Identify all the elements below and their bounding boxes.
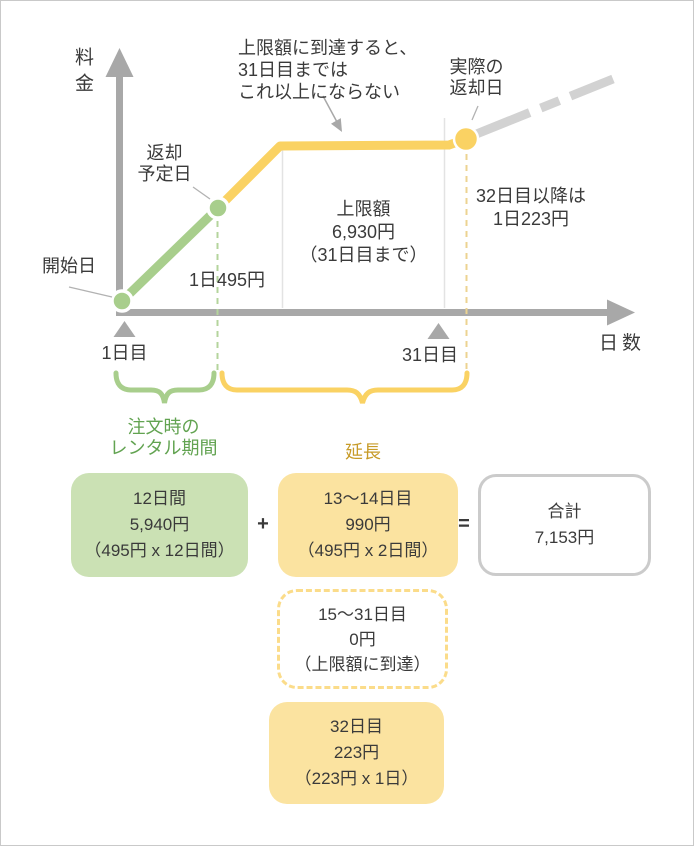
day31-tick-label: 31日目 (401, 345, 459, 365)
equals-sign: = (458, 513, 470, 535)
actual-return-point (452, 125, 480, 153)
extension-brace (219, 370, 470, 404)
plus-sign: + (257, 513, 269, 535)
y-axis (105, 48, 134, 316)
cap-note-arrow (322, 95, 342, 132)
day1-marker (113, 321, 136, 337)
future-projection-line (472, 74, 615, 140)
base-period-box: 12日間 5,940円 （495円 x 12日間） (71, 473, 248, 577)
start-date-label: 開始日 (42, 256, 96, 276)
order-period-brace (113, 370, 217, 404)
start-date-leader (68, 286, 113, 298)
x-axis (116, 299, 635, 326)
cap-amount-label: 上限額 6,930円 （31日目まで） (299, 199, 428, 265)
scheduled-return-label: 返却 予定日 (137, 143, 192, 184)
extension-32-box: 32日目 223円 （223円 x 1日） (269, 702, 444, 804)
daily-rate-label: 1日495円 (188, 270, 266, 290)
scheduled-return-point (206, 196, 230, 220)
extension-13-14-box: 13〜14日目 990円 （495円 x 2日間） (278, 473, 458, 577)
total-box: 合計 7,153円 (478, 474, 651, 576)
day1-tick-label: 1日目 (101, 343, 148, 363)
start-point (110, 289, 134, 313)
cap-note-label: 上限額に到達すると、 31日目までは これ以上にならない (238, 38, 418, 102)
x-axis-label: 日数 (599, 333, 646, 354)
extension-brace-label: 延長 (345, 442, 381, 462)
extension-15-31-box: 15〜31日目 0円 （上限額に到達） (277, 589, 448, 689)
order-period-brace-label: 注文時の レンタル期間 (109, 417, 218, 458)
day31-marker (427, 323, 450, 339)
actual-return-label: 実際の 返却日 (449, 57, 504, 98)
y-axis-label: 料金 (72, 47, 93, 99)
after-day32-label: 32日目以降は 1日223円 (475, 186, 587, 229)
actual-return-leader (471, 105, 479, 121)
scheduled-return-leader (192, 186, 211, 200)
rental-period-line (117, 203, 223, 306)
